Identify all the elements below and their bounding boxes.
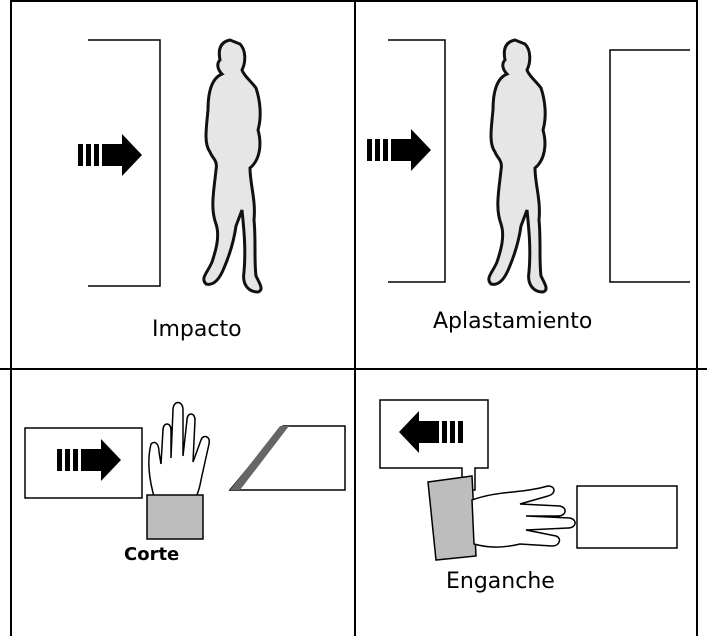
hand-icon (148, 401, 211, 505)
caption-impacto: Impacto (152, 317, 242, 342)
sleeve (427, 475, 477, 561)
wall-frame (88, 39, 161, 287)
caption-enganche: Enganche (446, 569, 555, 594)
caption-aplastamiento: Aplastamiento (433, 309, 592, 334)
right-wall-frame (609, 49, 690, 283)
panel-corte: Corte (24, 401, 346, 565)
person-silhouette-icon (202, 38, 263, 294)
arrow-right-icon (367, 129, 431, 171)
panel-enganche: Enganche (379, 399, 678, 594)
hand-icon (471, 485, 576, 548)
target-block (576, 485, 678, 549)
panel-impacto: Impacto (78, 38, 263, 342)
left-wall-frame (388, 39, 446, 283)
panel-aplastamiento: Aplastamiento (367, 38, 690, 334)
person-silhouette-icon (487, 38, 548, 294)
caption-corte: Corte (124, 544, 179, 565)
sleeve (146, 494, 204, 540)
arrow-right-icon (78, 134, 142, 176)
